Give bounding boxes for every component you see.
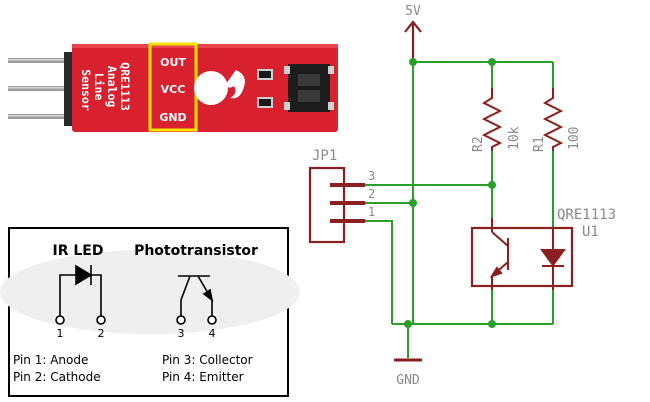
pin2-description: Pin 2: Cathode: [13, 370, 101, 384]
pin-label-gnd: GND: [159, 111, 186, 124]
pin4-description: Pin 4: Emitter: [162, 370, 244, 384]
connector-pin-3: 3: [368, 169, 375, 183]
r2-value: 10k: [507, 126, 522, 150]
board-name-line-1: QRE1113: [118, 62, 132, 111]
r1-label: R1: [532, 136, 547, 152]
ic-ref-label: U1: [582, 224, 599, 240]
supply-label: 5V: [405, 4, 421, 19]
connector-label: JP1: [312, 148, 337, 164]
connector-pin-2: 2: [368, 187, 375, 201]
pinout-legend: IR LED Phototransistor 1 2 3 4 Pin 1: An…: [0, 227, 300, 397]
ic-led: [540, 228, 566, 290]
header-pins: [8, 52, 76, 126]
supply-arrow: [404, 20, 422, 62]
sensor-chip: [284, 64, 334, 112]
mounting-hole: [194, 71, 228, 105]
pin-label-vcc: VCC: [161, 83, 186, 96]
r2-label: R2: [471, 136, 486, 152]
board-name-line-4: Sensor: [79, 69, 93, 111]
pin3-description: Pin 3: Collector: [162, 353, 253, 367]
resistor-r1: [542, 88, 564, 151]
connector-jp1: [308, 166, 365, 244]
board-name: QRE1113 Analog Line Sensor: [79, 62, 132, 117]
ic-part-label: QRE1113: [557, 207, 616, 223]
phototransistor-title: Phototransistor: [134, 243, 258, 259]
resistor-r2: [481, 88, 503, 151]
connector-pin-1: 1: [368, 205, 375, 219]
ic-phototransistor: [489, 218, 509, 290]
pin-number-4: 4: [209, 327, 216, 340]
pin-number-1: 1: [57, 327, 64, 340]
smd-resistor-bottom: [257, 97, 273, 108]
schematic: 5V: [308, 4, 616, 388]
pin-number-2: 2: [98, 327, 105, 340]
ground-label: GND: [396, 373, 420, 388]
phototransistor-symbol: [176, 275, 217, 325]
smd-resistor-top: [257, 69, 273, 80]
board-logo: [226, 70, 245, 99]
pin-number-3: 3: [178, 327, 185, 340]
legend-background-shape: [0, 250, 300, 334]
ic-u1-body: [470, 226, 574, 288]
board-name-line-2: Analog: [105, 66, 119, 108]
pin1-description: Pin 1: Anode: [13, 353, 88, 367]
ir-led-title: IR LED: [53, 243, 104, 259]
pin-label-out: OUT: [160, 56, 186, 69]
schematic-wires: [365, 61, 554, 358]
r1-value: 100: [567, 127, 582, 150]
board-name-line-3: Line: [92, 73, 106, 101]
ir-led-symbol: [55, 264, 106, 325]
sensor-board: QRE1113 Analog Line Sensor OUT VCC GND: [8, 42, 338, 132]
junction-dots: [404, 58, 496, 328]
